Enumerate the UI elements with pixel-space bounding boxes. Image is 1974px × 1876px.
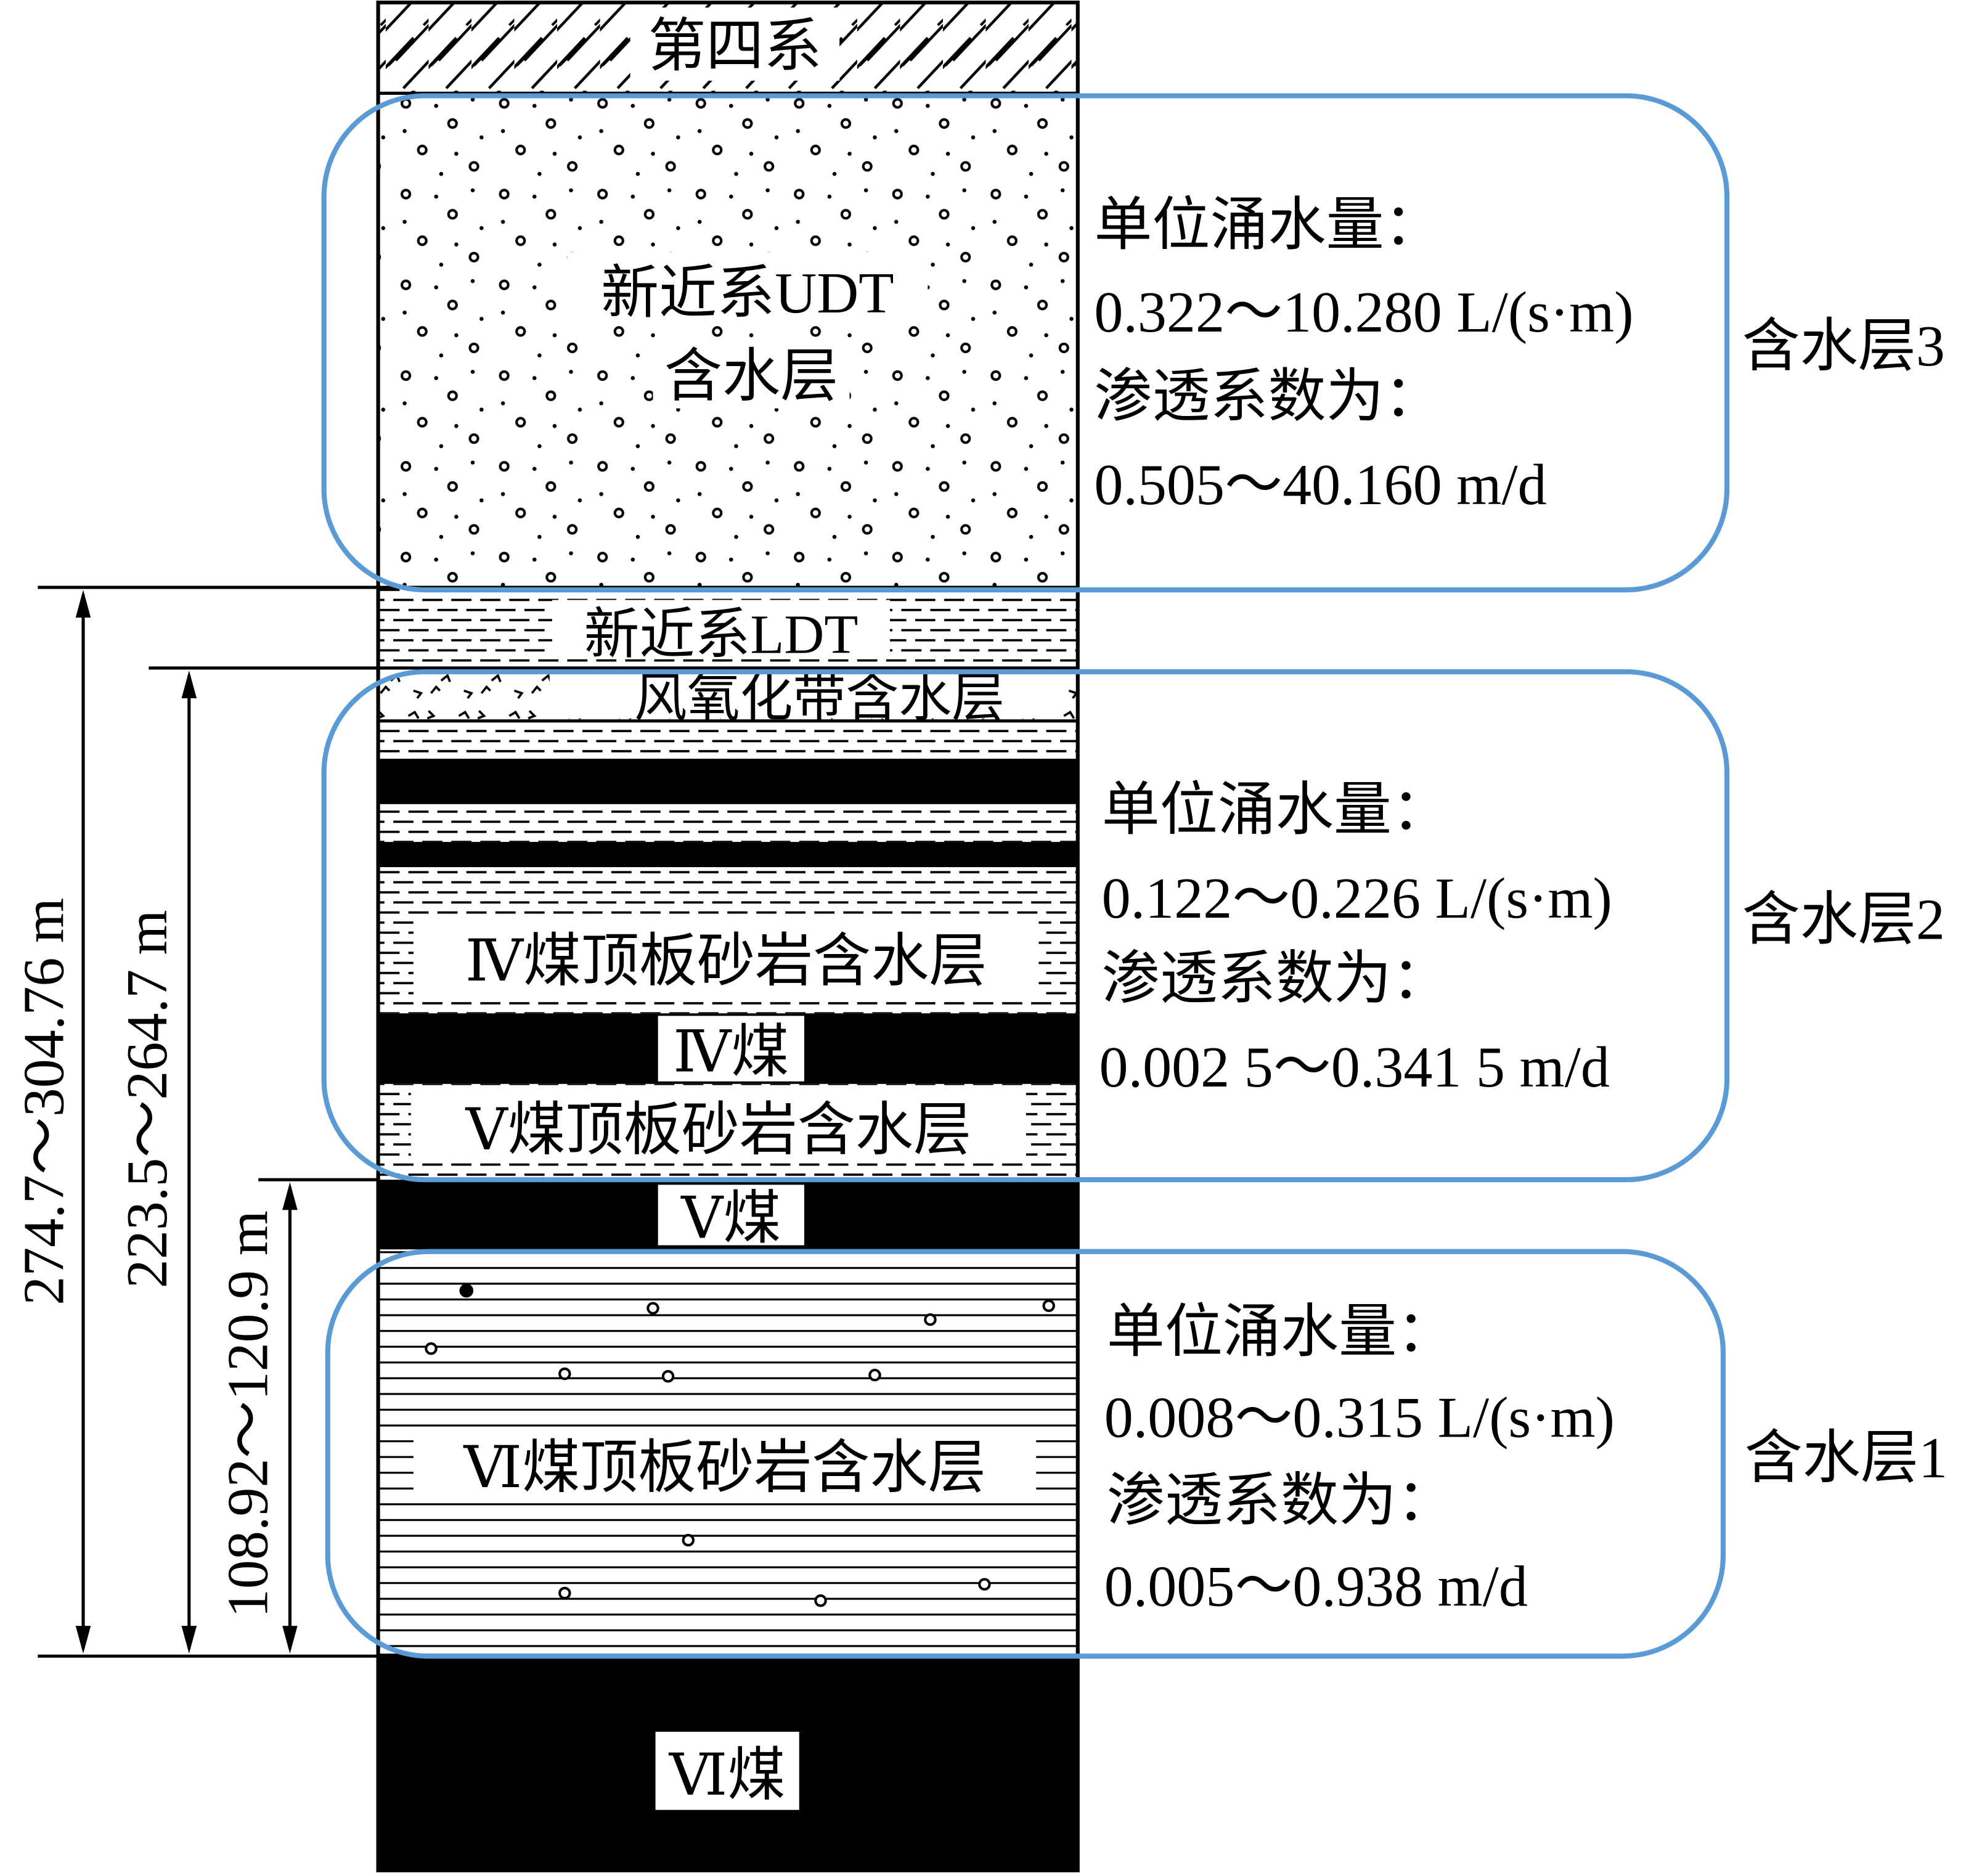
aquifer-1-line1: 单位涌水量： [1107,1300,1454,1364]
label-weathered: 风氧化带含水层 [634,669,1005,728]
coal-band-1 [378,759,1078,804]
aquifer-1-name: 含水层1 [1745,1426,1947,1490]
dim-label-middle: 223.5～264.7 m [115,910,179,1288]
coal-band-2 [378,842,1078,868]
aquifer-3-outline [321,93,1730,593]
aquifer-3-line4: 0.505～40.160 m/d [1094,453,1546,517]
label-udt-1: 新近系UDT [601,261,894,325]
dim-label-outer: 274.7～304.76 m [12,898,76,1305]
aquifer-2-line1: 单位涌水量： [1102,778,1450,842]
aquifer-1-line3: 渗透系数为： [1107,1469,1454,1533]
aquifer-3-info: 单位涌水量： 0.322～10.280 L/(s·m) 渗透系数为： 0.505… [1094,194,1945,517]
label-coal4: Ⅳ煤 [673,1020,789,1084]
aquifer-3-name: 含水层3 [1742,314,1945,378]
aquifer-2-line2: 0.122～0.226 L/(s·m) [1102,867,1612,931]
label-coal4-roof: Ⅳ煤顶板砂岩含水层 [465,929,987,993]
aquifer-2-info: 单位涌水量： 0.122～0.226 L/(s·m) 渗透系数为： 0.002 … [1099,778,1945,1099]
aquifer-1-line4: 0.005～0.938 m/d [1104,1554,1528,1618]
label-coal5-roof: Ⅴ煤顶板砂岩含水层 [465,1098,971,1162]
dim-label-inner: 108.92～120.9 m [216,1210,280,1618]
aquifer-3-line3: 渗透系数为： [1094,365,1442,429]
label-coal6: Ⅵ煤 [669,1743,786,1808]
aquifer-3-line2: 0.322～10.280 L/(s·m) [1094,280,1633,345]
label-coal6-roof: Ⅵ煤顶板砂岩含水层 [463,1436,985,1500]
dash-band-1 [378,720,1078,759]
label-coal5: Ⅴ煤 [680,1186,781,1250]
pebble-markers [425,1283,1055,1607]
aquifer-outlines [321,93,1730,1659]
label-udt-2: 含水层 [664,345,838,409]
aquifer-2-name: 含水层2 [1742,888,1945,952]
aquifer-1-info: 单位涌水量： 0.008～0.315 L/(s·m) 渗透系数为： 0.005～… [1104,1300,1947,1618]
aquifer-2-outline [321,669,1730,1183]
aquifer-3-line1: 单位涌水量： [1094,194,1442,258]
label-ldt: 新近系LDT [584,604,859,665]
aquifer-2-line4: 0.002 5～0.341 5 m/d [1099,1035,1610,1099]
dash-band-2 [378,804,1078,842]
label-quaternary: 第四系 [648,14,822,78]
dimension-labels: 274.7～304.76 m 223.5～264.7 m 108.92～120.… [12,898,280,1618]
aquifer-1-outline [325,1249,1726,1659]
dimension-arrowheads [75,590,298,1654]
layer-labels: 第四系 新近系UDT 含水层 新近系LDT 风氧化带含水层 Ⅳ煤顶板砂岩含水层 … [410,7,1059,1810]
aquifer-2-line3: 渗透系数为： [1102,947,1450,1011]
aquifer-1-line2: 0.008～0.315 L/(s·m) [1104,1385,1615,1450]
dimension-lines [38,585,378,1658]
